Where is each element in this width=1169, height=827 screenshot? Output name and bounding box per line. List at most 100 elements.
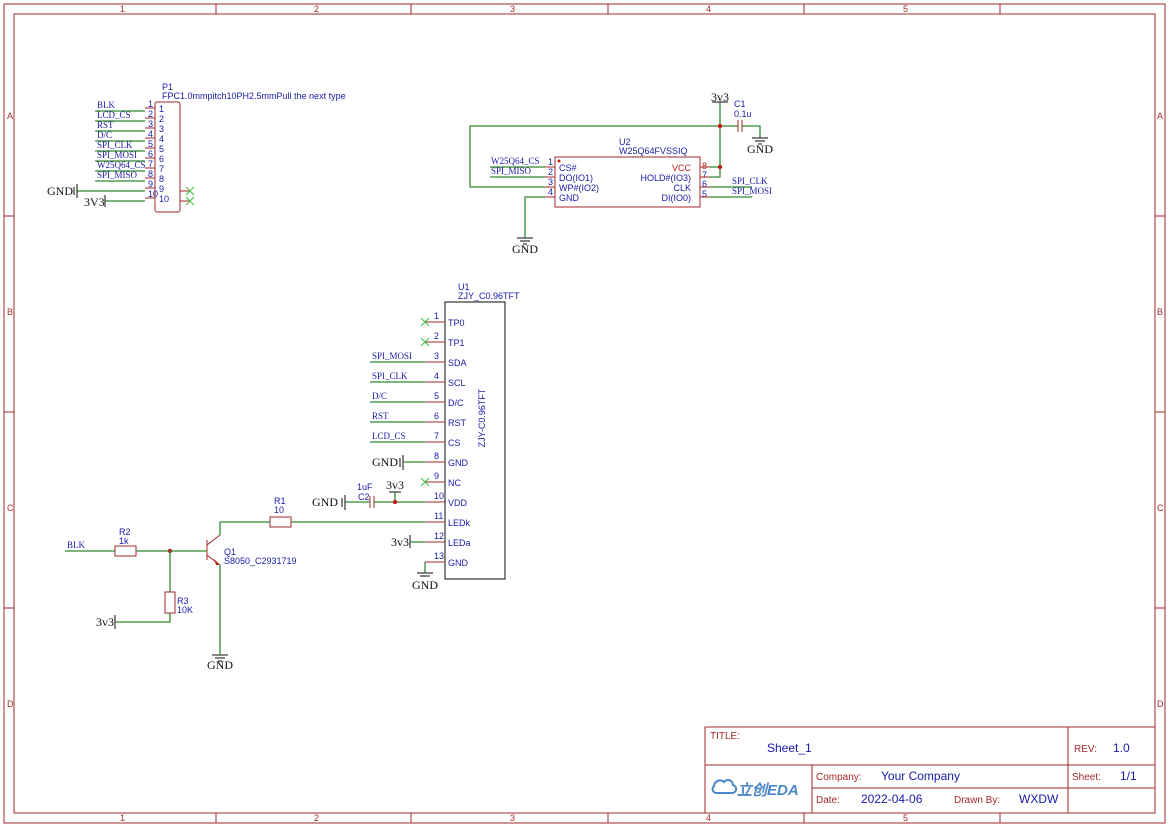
u2-num: 4 — [548, 187, 553, 197]
company-label: Company: — [816, 772, 862, 783]
u1-pin-num: 5 — [434, 391, 439, 401]
p1-pin-num: 10 — [148, 189, 158, 199]
net-label: RST — [372, 411, 389, 421]
p1-ref: P1 — [162, 82, 173, 92]
u2-num: 2 — [548, 167, 553, 177]
p1-pin-label: 3 — [159, 124, 164, 134]
p1-pin-num: 4 — [148, 129, 153, 139]
u1-gnd8-label: GND — [372, 455, 398, 469]
c2-gnd-label: GND — [312, 495, 338, 509]
u1-pin-num: 4 — [434, 371, 439, 381]
u1-pin-label: GND — [448, 458, 469, 468]
u1-pin-label: RST — [448, 418, 467, 428]
p1-pin-label: 4 — [159, 134, 164, 144]
net-label: D/C — [372, 391, 387, 401]
u2-pin-vcc: VCC — [672, 163, 692, 173]
u1-pin-num: 8 — [434, 451, 439, 461]
blk-net-label: BLK — [67, 540, 86, 550]
col-label: 3 — [510, 4, 515, 14]
u1-pin-num: 3 — [434, 351, 439, 361]
p1-pin-label: 9 — [159, 184, 164, 194]
date-label: Date: — [816, 795, 840, 806]
u2-pin-clk: CLK — [673, 183, 691, 193]
col-label: 2 — [314, 813, 319, 823]
p1-pin-num: 6 — [148, 149, 153, 159]
p1-pin-num: 1 — [148, 99, 153, 109]
p1-3v3-label: 3V3 — [84, 195, 105, 209]
sheet-value: 1/1 — [1120, 769, 1137, 783]
net-label: SPI_CLK — [97, 140, 133, 150]
u1-pin-num: 1 — [434, 311, 439, 321]
p1-pin-label: 7 — [159, 164, 164, 174]
u1-pin-label: CS — [448, 438, 461, 448]
p1-pin-label: 1 — [159, 104, 164, 114]
sheet-border — [3, 3, 1166, 824]
eda-logo: 立创EDA — [711, 779, 799, 799]
rev-label: REV: — [1074, 744, 1097, 755]
p1-pin-label: 10 — [159, 194, 169, 204]
u2-pin-cs: CS# — [559, 163, 577, 173]
p1-pin-num: 8 — [148, 169, 153, 179]
r1-ref: R1 — [274, 496, 286, 506]
u2-num: 7 — [702, 170, 707, 180]
col-label: 1 — [120, 4, 125, 14]
r2-ref: R2 — [119, 527, 131, 537]
cap-c2[interactable] — [341, 491, 425, 510]
resistor-r2[interactable] — [65, 545, 207, 557]
p1-gnd-label: GND — [47, 184, 73, 198]
net-label: LCD_CS — [97, 110, 131, 120]
date-value: 2022-04-06 — [861, 792, 923, 806]
net-label: W25Q64_CS — [97, 160, 146, 170]
col-label: 4 — [706, 813, 711, 823]
flash-u2[interactable]: U2 W25Q64FVSSIQ CS# DO(IO1) WP#(IO2) GND… — [548, 137, 707, 208]
p1-pin-label: 6 — [159, 154, 164, 164]
resistor-r3[interactable] — [114, 551, 176, 629]
u1-3v3-ledA-label: 3v3 — [391, 535, 409, 549]
resistor-r1[interactable] — [220, 516, 425, 528]
p1-pin-num: 5 — [148, 139, 153, 149]
net-label: SPI_CLK — [372, 371, 408, 381]
u1-pin-num: 10 — [434, 491, 444, 501]
u2-wires — [469, 101, 768, 245]
connector-p1[interactable]: P1 FPC1.0mmpitch10PH2.5mmPull the next t… — [73, 82, 346, 213]
q1-value: S8050_C2931719 — [224, 556, 297, 566]
u1-pin-label: SDA — [448, 358, 467, 368]
net-label: W25Q64_CS — [491, 156, 540, 166]
q1-ref: Q1 — [224, 547, 236, 557]
c1-gnd-label: GND — [747, 142, 773, 156]
row-label: B — [7, 307, 13, 317]
u1-body-text: ZJY-C0.96TFT — [477, 388, 487, 447]
title-block — [704, 726, 1156, 814]
u2-value: W25Q64FVSSIQ — [619, 146, 688, 156]
col-label: 3 — [510, 813, 515, 823]
net-label: SPI_MOSI — [372, 351, 412, 361]
row-label: B — [1157, 307, 1163, 317]
display-u1[interactable]: U1 ZJY_C0.96TFT ZJY-C0.96TFT 1TP02TP13SD… — [420, 282, 520, 580]
net-label: D/C — [97, 130, 112, 140]
p1-pin-num: 7 — [148, 159, 153, 169]
u1-pin-num: 6 — [434, 411, 439, 421]
u1-pin-label: TP0 — [448, 318, 465, 328]
u1-pin-num: 13 — [434, 551, 444, 561]
title-label: TITLE: — [710, 731, 740, 742]
transistor-q1[interactable] — [206, 522, 228, 662]
c1-3v3-label: 3v3 — [711, 90, 729, 104]
u1-pin-label: VDD — [448, 498, 468, 508]
u2-num: 1 — [548, 157, 553, 167]
row-label: C — [1157, 503, 1164, 513]
c1-value: 0.1u — [734, 109, 752, 119]
u1-pin-num: 9 — [434, 471, 439, 481]
net-label: SPI_CLK — [732, 176, 768, 186]
r3-3v3-label: 3v3 — [96, 615, 114, 629]
u1-pin-num: 2 — [434, 331, 439, 341]
title-value: Sheet_1 — [767, 741, 812, 755]
company-value: Your Company — [881, 769, 960, 783]
c2-value: 1uF — [357, 482, 373, 492]
row-label: A — [1157, 111, 1163, 121]
col-label: 1 — [120, 813, 125, 823]
logo-text: 立创EDA — [737, 781, 799, 799]
sheet-label: Sheet: — [1072, 772, 1101, 783]
r3-ref: R3 — [177, 596, 189, 606]
p1-pin-num: 2 — [148, 109, 153, 119]
